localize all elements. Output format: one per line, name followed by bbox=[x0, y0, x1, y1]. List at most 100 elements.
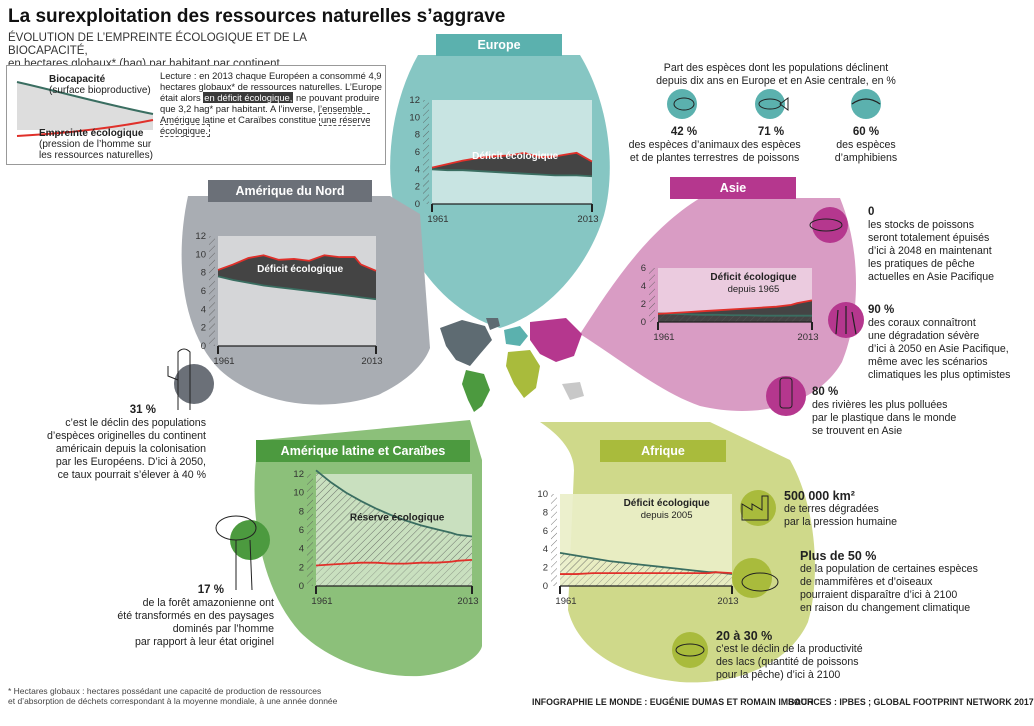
biocap-area bbox=[658, 313, 812, 322]
legend-box: Biocapacité (surface bioproductive) Empr… bbox=[6, 65, 386, 165]
legend-empreinte-sub-1: (pression de l’homme sur bbox=[39, 139, 152, 150]
empreinte-line bbox=[217, 254, 377, 272]
y-tick-label: 6 bbox=[641, 263, 646, 274]
subtitle-line-1: ÉVOLUTION DE L’EMPREINTE ÉCOLOGIQUE ET D… bbox=[8, 32, 307, 57]
region-sub-label: depuis 1965 bbox=[728, 284, 780, 295]
sources: SOURCES : IPBES ; GLOBAL FOOTPRINT NETWO… bbox=[788, 697, 1034, 707]
biocapacite-line bbox=[431, 168, 593, 178]
stat-line: ce taux pourrait s’élever à 40 % bbox=[57, 469, 206, 481]
credit: INFOGRAPHIE LE MONDE : EUGÉNIE DUMAS ET … bbox=[532, 697, 814, 707]
y-tick-label: 2 bbox=[201, 323, 206, 334]
species-line-2: et de plantes terrestres bbox=[629, 152, 739, 164]
stat-value: 80 % bbox=[812, 386, 839, 398]
region-label: Déficit écologique bbox=[624, 498, 711, 509]
rhino-icon bbox=[732, 558, 779, 598]
stat-line: des coraux connaîtront bbox=[868, 317, 976, 329]
y-tick-label: 0 bbox=[201, 341, 206, 352]
stat-line: pourraient disparaître d’ici à 2100 bbox=[800, 589, 958, 601]
y-tick-label: 4 bbox=[415, 164, 420, 175]
cactus-icon bbox=[167, 348, 214, 410]
y-tick-label: 10 bbox=[409, 112, 420, 123]
species-header-line-1: Part des espèces dont les populations dé… bbox=[663, 62, 889, 74]
species-header-line-2: depuis dix ans en Europe et en Asie cent… bbox=[656, 75, 896, 87]
y-tick-label: 12 bbox=[293, 469, 304, 480]
y-tick-label: 10 bbox=[293, 488, 304, 499]
reserve-area bbox=[560, 552, 732, 575]
factory-icon bbox=[740, 490, 776, 526]
y-tick-label: 0 bbox=[299, 581, 304, 592]
y-tick-label: 4 bbox=[641, 281, 646, 292]
empreinte-line bbox=[431, 151, 593, 169]
banner-europe: Europe bbox=[436, 34, 562, 56]
stat-line: c’est le déclin de la productivité bbox=[716, 643, 863, 655]
y-tick-label: 6 bbox=[299, 525, 304, 536]
species-item-poissons: 71 % des espèces de poissons bbox=[736, 126, 806, 165]
map-greenland bbox=[486, 318, 500, 330]
y-tick-label: 8 bbox=[201, 268, 206, 279]
stat-line: des lacs (quantité de poissons bbox=[716, 656, 859, 668]
species-line-1: des espèces bbox=[836, 139, 896, 151]
y-tick-label: 4 bbox=[299, 544, 304, 555]
banner-amlatine: Amérique latine et Caraïbes bbox=[256, 440, 470, 462]
stat-value: 90 % bbox=[868, 304, 895, 316]
africa-stat-land: 500 000 km² de terres dégradées par la p… bbox=[784, 490, 984, 529]
y-tick-label: 0 bbox=[543, 581, 548, 592]
stat-line: par les Européens. D’ici à 2050, bbox=[55, 456, 206, 468]
world-map bbox=[440, 318, 584, 412]
y-tick-label: 10 bbox=[195, 249, 206, 260]
y-tick-label: 0 bbox=[415, 199, 420, 210]
map-oceania bbox=[562, 382, 584, 400]
species-line-1: des espèces d’animaux bbox=[628, 139, 740, 151]
y-axis-hatch bbox=[209, 236, 215, 346]
bottle-icon bbox=[766, 376, 806, 416]
empreinte-line bbox=[315, 558, 473, 567]
y-axis-hatch bbox=[649, 268, 655, 322]
stat-line: les stocks de poissons bbox=[868, 219, 974, 231]
y-tick-label: 2 bbox=[543, 563, 548, 574]
biocapacite-line bbox=[657, 312, 812, 317]
biocapacite-line bbox=[315, 469, 473, 538]
x-tick-label: 1961 bbox=[555, 596, 576, 607]
stat-line: été transformés en des paysages bbox=[117, 610, 274, 622]
species-line-2: d’amphibiens bbox=[834, 152, 898, 164]
stat-line: d’espèces originelles du continent bbox=[46, 430, 206, 442]
y-tick-label: 12 bbox=[195, 231, 206, 242]
footprint-area bbox=[560, 572, 732, 586]
y-tick-label: 4 bbox=[201, 304, 206, 315]
lecture-highlight-deficit: en déficit écologique, bbox=[203, 92, 294, 103]
footnote-line-1: * Hectares globaux : hectares possédant … bbox=[8, 686, 322, 696]
legend-biocap-label: Biocapacité bbox=[49, 74, 106, 85]
legend-empreinte-sub-2: les ressources naturelles) bbox=[39, 150, 153, 161]
x-tick-label: 1961 bbox=[653, 332, 674, 343]
lecture-part-1: Lecture : en 2013 chaque Européen a cons… bbox=[160, 70, 383, 103]
y-tick-label: 0 bbox=[641, 317, 646, 328]
species-line-2: de poissons bbox=[742, 152, 800, 164]
stat-line: c’est le déclin des populations bbox=[65, 417, 206, 429]
x-tick-label: 1961 bbox=[311, 596, 332, 607]
x-tick-label: 2013 bbox=[577, 214, 598, 225]
y-tick-label: 8 bbox=[299, 506, 304, 517]
fish-icon bbox=[755, 89, 789, 119]
stat-line: climatiques les plus optimistes bbox=[868, 369, 1011, 381]
stat-line: par la pression humaine bbox=[784, 516, 898, 528]
stat-line: des rivières les plus polluées bbox=[812, 399, 948, 411]
map-europe bbox=[504, 326, 528, 346]
species-item-amphibiens: 60 % des espèces d’amphibiens bbox=[816, 126, 916, 165]
empreinte-line bbox=[560, 571, 733, 575]
y-tick-label: 6 bbox=[543, 526, 548, 537]
lecture-part-2: ne pouvant produire que 3,2 hag* par hab… bbox=[160, 92, 380, 125]
region-sub-label: depuis 2005 bbox=[641, 510, 693, 521]
y-axis-hatch bbox=[307, 474, 313, 586]
asia-stat-fish: 0 les stocks de poissons seront totaleme… bbox=[868, 206, 1024, 284]
species-value: 60 % bbox=[852, 126, 880, 138]
stat-line: une dégradation sévère bbox=[868, 330, 980, 342]
stat-line: actuelles en Asie Pacifique bbox=[868, 271, 995, 283]
stat-line: dominés par l’homme bbox=[172, 623, 274, 635]
stat-line: par rapport à leur état originel bbox=[135, 636, 274, 648]
species-value: 42 % bbox=[670, 126, 698, 138]
region-label: Déficit écologique bbox=[710, 272, 797, 283]
footprint-area bbox=[316, 559, 472, 586]
species-line-1: des espèces bbox=[741, 139, 801, 151]
